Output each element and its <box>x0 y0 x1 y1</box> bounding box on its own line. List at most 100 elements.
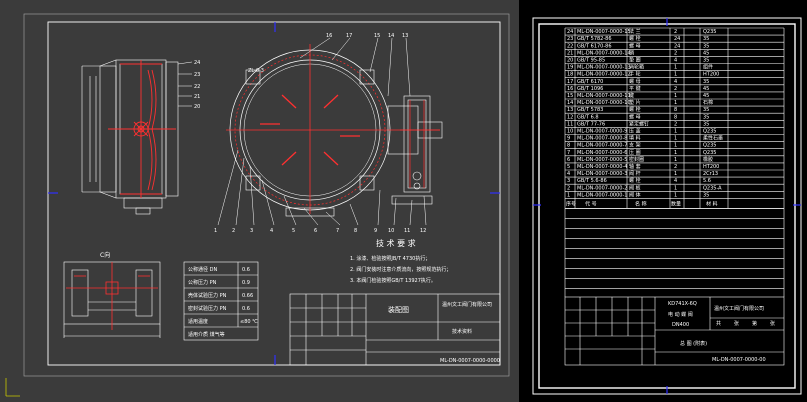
spec-value: 0.9 <box>242 280 250 286</box>
bom-row-quantity: 1 <box>674 93 677 99</box>
bom-row-quantity: 24 <box>674 43 680 49</box>
bom-row-quantity: 1 <box>674 143 677 149</box>
bom-row-code: GB/T 5782-86 <box>577 36 612 42</box>
drawing-code: ML-DN-0007-0000-0000 <box>440 358 500 364</box>
bom-row-quantity: 1 <box>674 171 677 177</box>
bom-row-name: 螺 栓 <box>629 35 641 42</box>
spec-table-text: 公称通径 DN 0.6 公称压力 PN 0.9 壳体试验压力 PN 0.66 密… <box>188 266 258 338</box>
bom-header-number: 序号 <box>566 200 576 207</box>
callout-1: 1 <box>214 228 217 234</box>
callout-12: 12 <box>420 228 426 234</box>
callout-16: 16 <box>326 33 332 39</box>
bom-row-name: 阀 杆 <box>629 170 641 177</box>
company-name: 温州文工阀门有限公司 <box>442 301 492 308</box>
callout-4: 4 <box>270 228 273 234</box>
bom-row-material: Q235 <box>703 150 716 156</box>
bom-row-quantity: 1 <box>674 192 677 198</box>
bom-sheet-background <box>519 0 807 402</box>
bom-row-code: GB/T 6170 <box>577 79 603 85</box>
callout-8: 8 <box>354 228 357 234</box>
bom-row-material: Q235 <box>703 129 716 135</box>
bom-row-quantity: 2 <box>674 164 677 170</box>
bom-row-material: Q235 <box>703 143 716 149</box>
bom-footer-4: 张 <box>770 320 775 327</box>
main-sheet-center-marks <box>48 22 500 365</box>
bom-row-code: ML-DN-0007-0000-11 <box>577 93 631 99</box>
bom-footer-2: 张 <box>734 320 739 327</box>
callout-6: 6 <box>314 228 317 234</box>
bom-row-material: Q235 <box>703 29 716 35</box>
bom-row-material: 35 <box>703 79 709 85</box>
bom-row-name: 螺 栓 <box>629 177 641 184</box>
bom-row-name: 密封圈 <box>629 156 644 163</box>
callout-3: 3 <box>250 228 253 234</box>
bom-row-code: ML-DN-0007-0000-9 <box>577 129 627 135</box>
bom-row-material: 2Cr13 <box>703 171 718 177</box>
callout-22: 22 <box>194 84 200 90</box>
bom-row-name: 法 兰 <box>629 28 641 35</box>
front-view-body <box>226 44 440 214</box>
bom-row-number: 24 <box>567 29 573 35</box>
bom-row-quantity: 4 <box>674 79 677 85</box>
bom-row-quantity: 1 <box>674 150 677 156</box>
bom-row-code: ML-DN-0007-0000-10 <box>577 100 631 106</box>
spec-label: 公称通径 DN <box>188 266 217 273</box>
bom-row-material: 石棉 <box>703 99 713 106</box>
bom-row-name: 平 键 <box>629 85 641 92</box>
bom-row-code: GB/T 6.8 <box>577 114 599 120</box>
bom-row-name: 阀 体 <box>629 191 641 198</box>
bom-row-quantity: 8 <box>674 107 677 113</box>
spec-label: 壳体试验压力 PN <box>188 292 227 299</box>
bom-row-name: 螺 栓 <box>629 106 641 113</box>
bom-row-material: 45 <box>703 86 709 92</box>
bom-row-code: ML-DN-0007-0000-12 <box>577 72 631 78</box>
main-sheet-border <box>23 13 510 377</box>
bom-row-material: 45 <box>703 93 709 99</box>
tech-note-2: 2. 阀门安装时注意介质流向，按照规范执行； <box>350 266 451 273</box>
bom-row-number: 1 <box>567 192 570 198</box>
front-view-bolt-slots <box>260 94 360 166</box>
callout-17: 17 <box>346 33 352 39</box>
bom-header-quantity: 数量 <box>671 200 681 207</box>
bom-row-material: 45 <box>703 50 709 56</box>
bom-drawing-type: 总 图 (附表) <box>680 340 707 347</box>
callout-7: 7 <box>336 228 339 234</box>
bom-row-number: 21 <box>567 50 573 56</box>
bom-row-number: 8 <box>567 143 570 149</box>
bom-row-name: 垫 片 <box>629 99 641 106</box>
bom-row-name: 手 轮 <box>629 71 641 78</box>
front-view-callout-numbers-bottom: 1 2 3 4 5 6 7 8 9 10 11 12 <box>214 228 426 234</box>
bom-row-number: 6 <box>567 157 570 163</box>
title-extra: 技术资料 <box>452 328 472 335</box>
bom-row-number: 2 <box>567 185 570 191</box>
bom-row-name: 紧定螺钉 <box>629 120 649 127</box>
bom-row-quantity: 8 <box>674 114 677 120</box>
bom-row-quantity: 24 <box>674 36 680 42</box>
bom-row-number: 7 <box>567 150 570 156</box>
bom-row-quantity: 1 <box>674 72 677 78</box>
bom-row-number: 23 <box>567 36 573 42</box>
callout-14: 14 <box>388 33 394 39</box>
bom-row-code: ML-DN-0007-0000-7 <box>577 143 627 149</box>
callout-23: 23 <box>194 72 200 78</box>
bom-row-material: HT200 <box>703 164 719 170</box>
bom-title-block <box>564 296 785 366</box>
bom-row-number: 9 <box>567 136 570 142</box>
bom-row-quantity: 2 <box>674 86 677 92</box>
spec-value: 0.6 <box>242 306 250 312</box>
front-view-leaders-bottom <box>217 149 427 226</box>
bom-header-code: 代 号 <box>585 200 597 207</box>
bom-row-material: 35 <box>703 107 709 113</box>
bom-row-code: ML-DN-0007-0000-14 <box>577 50 631 56</box>
bom-model: KD741X-6Q <box>668 301 697 307</box>
callout-5: 5 <box>292 228 295 234</box>
bom-header-material: 材 料 <box>706 200 718 207</box>
bom-row-number: 4 <box>567 171 570 177</box>
bom-row-code: ML-DN-0007-0000-6 <box>577 150 627 156</box>
drawing-name: 装配图 <box>388 305 409 314</box>
side-view-callout-numbers: 24 23 22 21 20 <box>194 60 200 110</box>
spec-value: ≤80 ℃ <box>240 319 258 325</box>
section-label: C向 <box>100 251 110 259</box>
